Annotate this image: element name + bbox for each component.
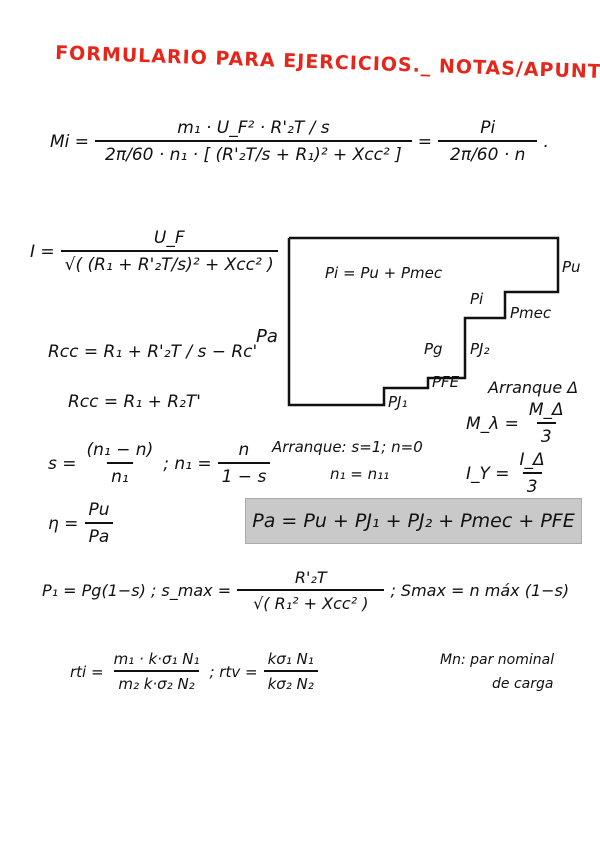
separator: ; rtv = — [209, 662, 258, 681]
power-balance-formula: Pa = Pu + PJ₁ + PJ₂ + Pmec + PFE — [252, 510, 575, 532]
numerator: Pi — [480, 118, 496, 138]
fraction: R'₂T √( R₁² + Xcc² ) — [237, 568, 385, 613]
denominator: 3 — [536, 422, 556, 447]
denominator: 2π/60 · n — [438, 140, 538, 165]
numerator: Pu — [88, 500, 110, 520]
numerator: I_Δ — [519, 450, 545, 470]
fraction: M_Δ 3 — [525, 400, 568, 447]
fraction: Pu Pa — [84, 500, 114, 547]
formula-text: P₁ = Pg(1−s) ; s_max = — [42, 581, 232, 600]
denominator: kσ₂ N₂ — [263, 670, 318, 693]
fraction: Pi 2π/60 · n — [438, 118, 538, 165]
formula-current: I = U_F √( (R₁ + R'₂T/s)² + Xcc² ) — [30, 228, 278, 275]
numerator: (n₁ − n) — [86, 440, 154, 460]
numerator: M_Δ — [528, 400, 564, 420]
formula-rcc-simple: Rcc = R₁ + R₂T' — [68, 392, 201, 412]
fraction: m₁ · U_F² · R'₂T / s 2π/60 · n₁ · [ (R'₂… — [95, 118, 412, 165]
formula-lhs: s = — [48, 453, 77, 474]
numerator: R'₂T — [294, 568, 327, 587]
diagram-label-pj2: PJ₂ — [470, 340, 490, 358]
arranque-delta-title: Arranque Δ — [488, 378, 579, 397]
formula-rcc: Rcc = R₁ + R'₂T / s − Rc' — [48, 342, 258, 362]
period: . — [543, 131, 549, 152]
arranque-speed: n₁ = n₁₁ — [330, 465, 390, 483]
denominator: 2π/60 · n₁ · [ (R'₂T/s + R₁)² + Xcc² ] — [95, 140, 412, 165]
separator: ; n₁ = — [163, 453, 212, 474]
formula-lhs: I_Y = — [466, 463, 510, 484]
formula-torque-star: M_λ = M_Δ 3 — [466, 400, 568, 447]
denominator: 3 — [522, 472, 542, 497]
formula-tail: ; Smax = n máx (1−s) — [390, 581, 570, 600]
fraction: (n₁ − n) n₁ — [83, 440, 158, 487]
formula-power-smax: P₁ = Pg(1−s) ; s_max = R'₂T √( R₁² + Xcc… — [42, 568, 569, 613]
fraction: kσ₁ N₁ kσ₂ N₂ — [263, 650, 318, 693]
note-line-1: Mn: par nominal — [440, 652, 555, 668]
diagram-label-pg: Pg — [424, 340, 443, 358]
numerator: n — [238, 440, 250, 460]
diagram-label-pa: Pa — [256, 326, 278, 347]
power-balance-box: Pa = Pu + PJ₁ + PJ₂ + Pmec + PFE — [245, 498, 582, 544]
equals: = — [417, 131, 433, 152]
note-line-2: de carga — [492, 676, 554, 692]
diagram-pi-equation: Pi = Pu + Pmec — [325, 264, 443, 282]
numerator: m₁ · k·σ₁ N₁ — [113, 650, 200, 668]
denominator: √( (R₁ + R'₂T/s)² + Xcc² ) — [60, 250, 278, 275]
fraction: I_Δ 3 — [516, 450, 549, 497]
diagram-label-pj1: PJ₁ — [388, 393, 408, 411]
diagram-label-pi: Pi — [470, 290, 484, 308]
diagram-label-pu: Pu — [562, 258, 581, 276]
power-flow-outline — [287, 236, 560, 407]
formula-efficiency: η = Pu Pa — [48, 500, 114, 547]
denominator: Pa — [84, 522, 114, 547]
formula-lhs: rti = — [70, 662, 104, 681]
formula-slip: s = (n₁ − n) n₁ ; n₁ = n 1 − s — [48, 440, 271, 487]
formula-lhs: η = — [48, 513, 79, 534]
denominator: √( R₁² + Xcc² ) — [237, 589, 385, 613]
numerator: kσ₁ N₁ — [267, 650, 314, 668]
denominator: m₂ k·σ₂ N₂ — [114, 670, 199, 693]
diagram-label-pmec: Pmec — [510, 304, 552, 322]
formula-lhs: Mi = — [50, 131, 90, 152]
numerator: U_F — [153, 228, 185, 248]
formula-current-star: I_Y = I_Δ 3 — [466, 450, 549, 497]
formula-transform-ratios: rti = m₁ · k·σ₁ N₁ m₂ k·σ₂ N₂ ; rtv = kσ… — [70, 650, 318, 693]
formula-mi: Mi = m₁ · U_F² · R'₂T / s 2π/60 · n₁ · [… — [50, 118, 549, 165]
denominator: n₁ — [107, 462, 133, 487]
denominator: 1 − s — [217, 462, 271, 487]
fraction: m₁ · k·σ₁ N₁ m₂ k·σ₂ N₂ — [110, 650, 204, 693]
formula-lhs: I = — [30, 241, 55, 262]
numerator: m₁ · U_F² · R'₂T / s — [177, 118, 330, 138]
formula-lhs: M_λ = — [466, 413, 519, 434]
diagram-label-pfe: PFE — [432, 373, 460, 391]
arranque-condition: Arranque: s=1; n=0 — [272, 438, 423, 456]
fraction: n 1 − s — [217, 440, 271, 487]
fraction: U_F √( (R₁ + R'₂T/s)² + Xcc² ) — [60, 228, 278, 275]
